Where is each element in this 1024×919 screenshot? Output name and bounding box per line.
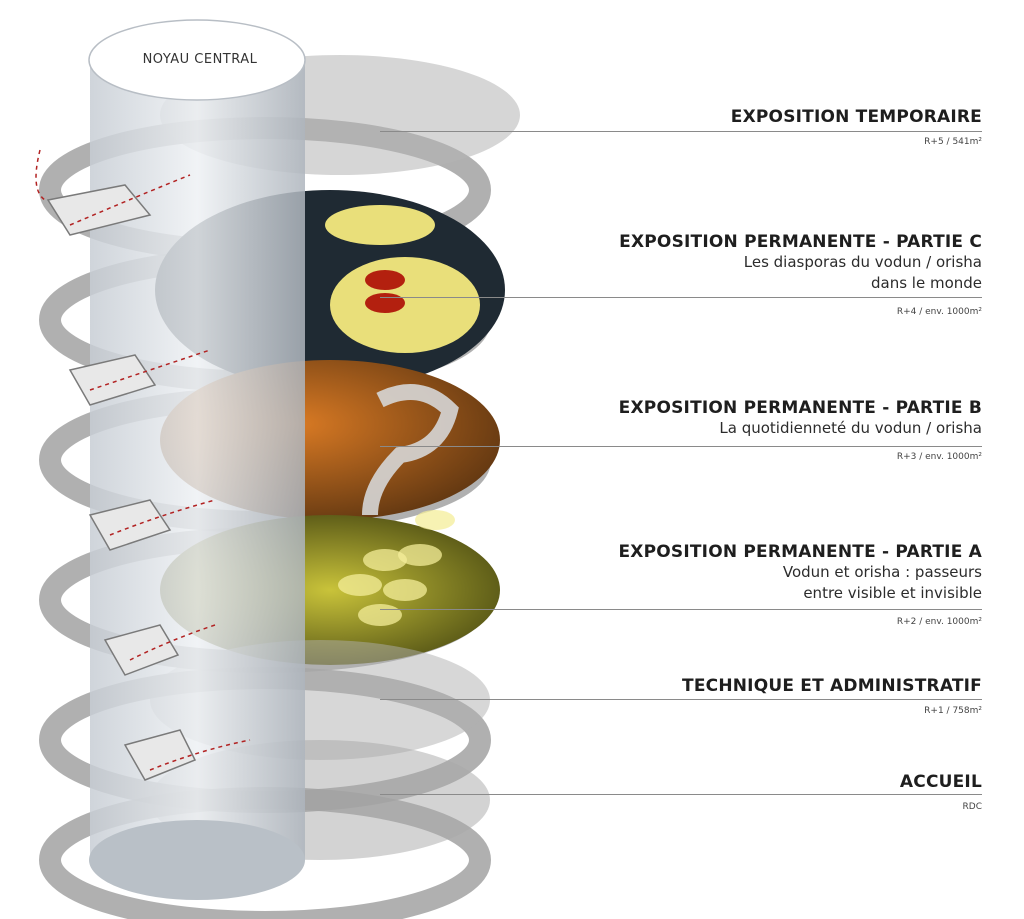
level-title: EXPOSITION PERMANENTE - PARTIE B — [618, 398, 982, 418]
level-area: R+5 / 541m² — [924, 137, 982, 147]
leader-line-r4 — [380, 297, 982, 298]
level-area: R+4 / env. 1000m² — [896, 307, 982, 317]
level-title: EXPOSITION PERMANENTE - PARTIE A — [618, 542, 982, 562]
level-description: entre visible et invisible — [803, 584, 982, 602]
level-description: Les diasporas du vodun / orisha — [743, 253, 982, 271]
level-title: ACCUEIL — [899, 772, 982, 792]
level-label-r3: EXPOSITION PERMANENTE - PARTIE B La quot… — [619, 398, 982, 462]
core-label: NOYAU CENTRAL — [142, 52, 258, 67]
level-label-rdc: ACCUEIL RDC — [900, 772, 982, 812]
level-description: Vodun et orisha : passeurs — [782, 563, 982, 581]
level-description: dans le monde — [870, 274, 982, 292]
level-label-r4: EXPOSITION PERMANENTE - PARTIE C Les dia… — [619, 232, 982, 317]
level-area: R+3 / env. 1000m² — [896, 452, 982, 462]
level-description: La quotidienneté du vodun / orisha — [719, 419, 982, 437]
level-label-r1: TECHNIQUE ET ADMINISTRATIF R+1 / 758m² — [682, 676, 982, 716]
ramp-slabs — [46, 184, 197, 781]
level-title: TECHNIQUE ET ADMINISTRATIF — [682, 676, 982, 696]
level-title: EXPOSITION TEMPORAIRE — [730, 107, 982, 127]
leader-line-rdc — [380, 794, 982, 795]
level-label-r2: EXPOSITION PERMANENTE - PARTIE A Vodun e… — [618, 542, 982, 627]
level-title: EXPOSITION PERMANENTE - PARTIE C — [619, 232, 982, 252]
building-section-diagram — [35, 19, 520, 919]
level-area: R+2 / env. 1000m² — [896, 617, 982, 627]
level-label-r5: EXPOSITION TEMPORAIRE R+5 / 541m² — [731, 107, 982, 147]
level-area: RDC — [962, 802, 982, 812]
leader-line-r2 — [380, 609, 982, 610]
leader-line-r3 — [380, 446, 982, 447]
leader-line-r5 — [380, 131, 982, 132]
circulation-arrows — [35, 149, 251, 771]
level-area: R+1 / 758m² — [924, 706, 982, 716]
leader-line-r1 — [380, 699, 982, 700]
central-core — [88, 19, 306, 900]
